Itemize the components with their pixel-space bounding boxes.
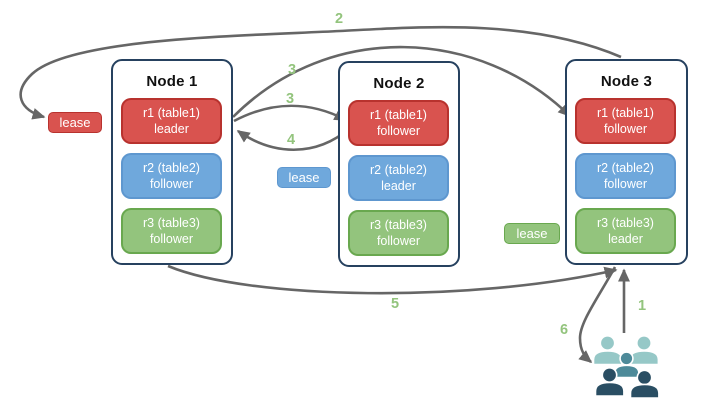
node2-r3-follower-row: r3 (table3) follower [348, 210, 449, 256]
node2-r1-follower-row: r1 (table1) follower [348, 100, 449, 146]
node-2: Node 2 r1 (table1) follower r2 (table2) … [338, 61, 460, 267]
step-label-5: 5 [390, 296, 400, 312]
replica-name: r3 (table3) [370, 217, 427, 232]
lease-badge-r1: lease [48, 112, 102, 133]
arrow-step-3-node1-to-node3 [232, 45, 572, 118]
step-label-3a: 3 [287, 62, 297, 78]
replica-role: follower [149, 232, 194, 246]
replica-name: r1 (table1) [370, 107, 427, 122]
replica-role: follower [149, 177, 194, 191]
arrow-step-6-node3-to-clients [578, 266, 617, 363]
node-3: Node 3 r1 (table1) follower r2 (table2) … [565, 59, 688, 265]
step-label-1: 1 [637, 298, 647, 314]
replica-name: r3 (table3) [597, 215, 654, 230]
node1-r3-follower-row: r3 (table3) follower [121, 208, 222, 254]
node-3-title: Node 3 [600, 73, 653, 90]
node-1: Node 1 r1 (table1) leader r2 (table2) fo… [111, 59, 233, 265]
replica-role: follower [376, 124, 421, 138]
node-2-title: Node 2 [373, 75, 425, 92]
clients-users-icon [592, 334, 660, 399]
user-icon-front-left [594, 366, 625, 397]
node1-r2-follower-row: r2 (table2) follower [121, 153, 222, 199]
step-label-4: 4 [286, 132, 296, 148]
replica-name: r2 (table2) [370, 162, 427, 177]
arrow-step-2-node3-to-lease [19, 25, 622, 120]
replica-role: leader [154, 122, 189, 136]
arrow-step-3-node1-to-node2 [233, 104, 348, 123]
replica-name: r2 (table2) [143, 160, 200, 175]
replica-role: follower [376, 234, 421, 248]
replica-name: r1 (table1) [143, 105, 200, 120]
replica-name: r2 (table2) [597, 160, 654, 175]
step-label-6: 6 [559, 322, 569, 338]
arrow-step-5-node1-to-node3 [167, 264, 618, 295]
replica-name: r3 (table3) [143, 215, 200, 230]
node3-r3-leader-row: r3 (table3) leader [575, 208, 676, 254]
step-label-3b: 3 [285, 91, 295, 107]
node2-r2-leader-row: r2 (table2) leader [348, 155, 449, 201]
replica-role: leader [608, 232, 643, 246]
lease-badge-r3: lease [504, 223, 560, 244]
replica-role: leader [381, 179, 416, 193]
lease-badge-r2: lease [277, 167, 331, 188]
step-label-2: 2 [334, 11, 344, 27]
node3-r2-follower-row: r2 (table2) follower [575, 153, 676, 199]
node3-r1-follower-row: r1 (table1) follower [575, 98, 676, 144]
user-icon-back-left [592, 334, 623, 366]
replica-name: r1 (table1) [597, 105, 654, 120]
user-icon-front-right [629, 369, 660, 399]
replica-role: follower [603, 177, 648, 191]
node1-r1-leader-row: r1 (table1) leader [121, 98, 222, 144]
node-1-title: Node 1 [146, 73, 198, 90]
user-icon-back-right [629, 334, 660, 366]
replica-role: follower [603, 122, 648, 136]
